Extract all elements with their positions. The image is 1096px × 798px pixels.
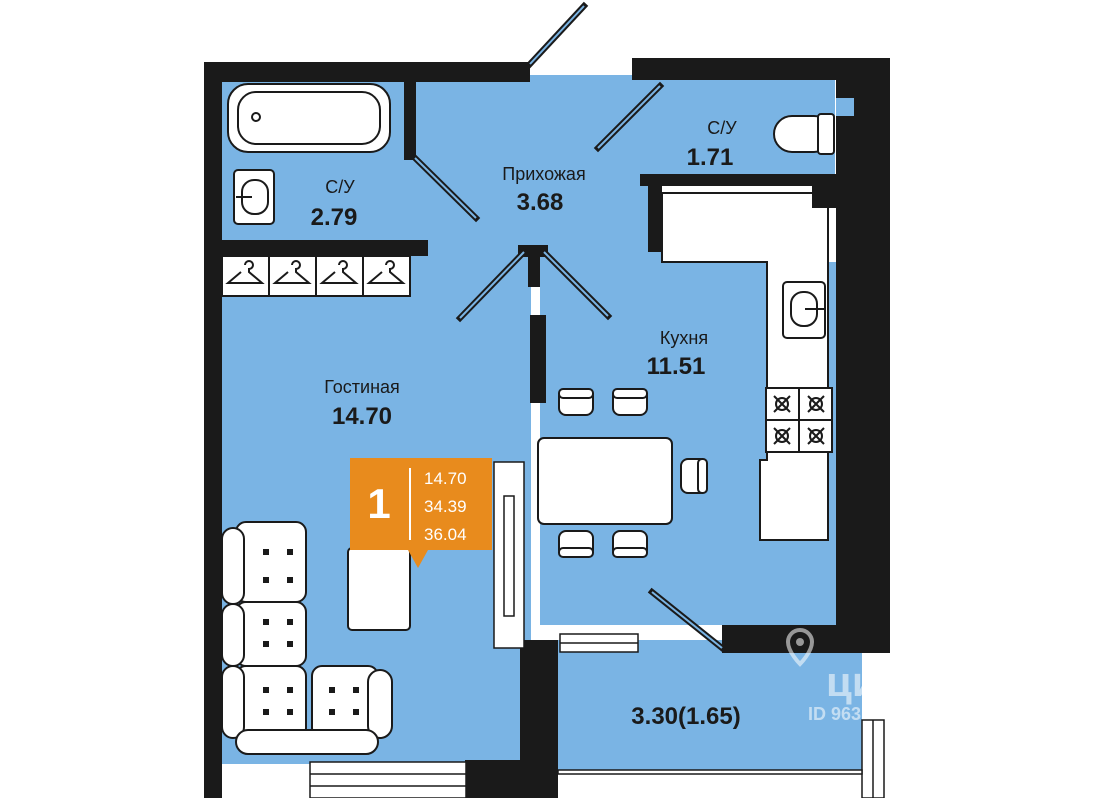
floor-balcony [558,640,862,770]
room-name-bathroom-right: С/У [707,118,737,138]
map-pin-icon [785,627,815,667]
stove-icon [765,387,833,453]
room-name-kitchen: Кухня [660,328,708,348]
wardrobe [221,255,411,297]
room-name-living: Гостиная [324,377,400,397]
room-name-hallway: Прихожая [502,164,585,184]
windows [309,461,885,798]
window-living-bottom [309,761,467,798]
bathtub-icon [227,83,391,153]
kitchen-counter [661,192,829,541]
room-name-bathroom-left: С/У [325,177,355,197]
chair-icon [612,530,648,558]
badge-total-area-balcony: 36.04 [424,525,467,544]
walls [204,58,890,798]
badge-living-area: 14.70 [424,469,467,488]
dining-table [537,388,708,558]
room-area-balcony: 3.30(1.65) [631,703,740,730]
area-badge: 1 14.70 34.39 36.04 [350,458,492,568]
room-area-bathroom-left: 2.79 [311,204,358,231]
watermark-id: ID 963 [808,704,861,724]
room-labels: С/У 2.79 Прихожая 3.68 С/У 1.71 Кухня 11… [311,118,741,730]
badge-rooms-count: 1 [367,480,390,527]
chair-icon [558,388,594,416]
chair-icon [680,458,708,494]
watermark: циан ID 963 [785,627,926,724]
room-area-kitchen: 11.51 [647,353,706,380]
chair-icon [612,388,648,416]
sink-icon [782,281,826,339]
badge-total-area: 34.39 [424,497,467,516]
room-area-living: 14.70 [332,403,392,430]
floor-hallway [410,75,650,255]
bed [347,547,411,631]
room-area-hallway: 3.68 [517,189,564,216]
toilet-icon [773,113,835,155]
sink-icon [233,169,275,225]
room-area-bathroom-right: 1.71 [687,144,734,171]
watermark-brand: циан [826,658,926,705]
chair-icon [558,530,594,558]
